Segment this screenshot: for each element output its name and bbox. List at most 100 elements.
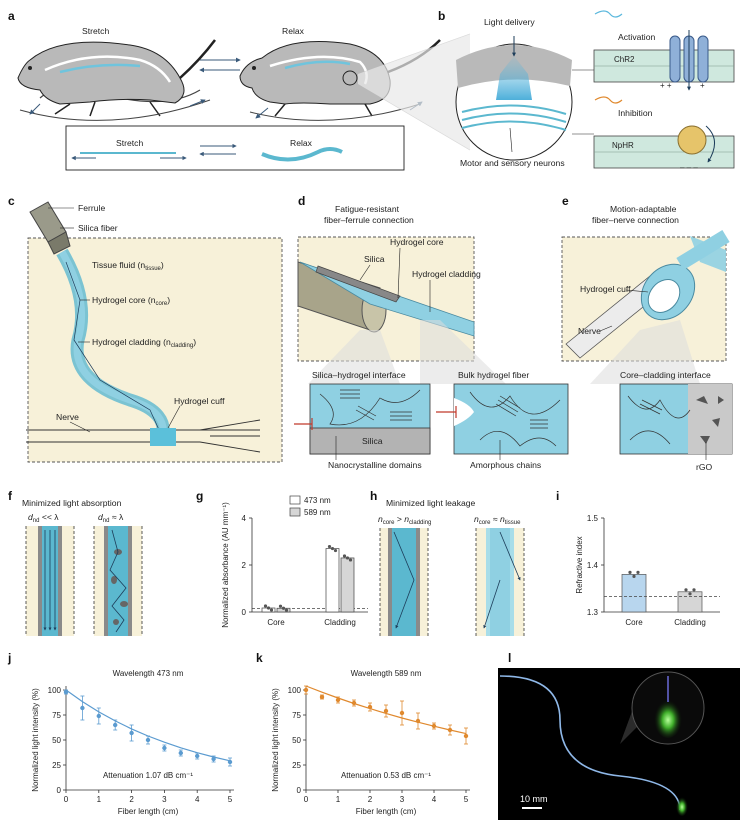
panel-a: a Stretch Relax — [8, 9, 441, 171]
panel-e: e Motion-adaptable fiber–nerve connectio… — [561, 194, 733, 472]
data-point-chart-j — [63, 689, 69, 695]
glowing-fiber — [499, 675, 681, 811]
data-dot-g — [281, 606, 286, 610]
x-tick-label-chart-k: 0 — [304, 795, 309, 804]
stretch-relax-box — [65, 125, 405, 171]
label-f-left: dnd << λ — [28, 512, 59, 524]
label-inset-silica: Silica — [362, 436, 383, 446]
panel-letter-g: g — [196, 489, 203, 503]
data-point-chart-j — [162, 745, 167, 751]
panel-letter-f: f — [8, 489, 13, 503]
y-tick-label-g: 0 — [242, 608, 247, 617]
panel-d: d Fatigue-resistant fiber–ferrule connec… — [294, 194, 569, 470]
label-relax: Relax — [282, 26, 305, 36]
fiber-core-h1 — [392, 528, 416, 636]
x-axis-label-chart-j: Fiber length (cm) — [118, 807, 179, 816]
data-dot-i — [688, 592, 692, 596]
panel-letter-c: c — [8, 194, 15, 208]
label-hydrogel-cladding: Hydrogel cladding (ncladding) — [92, 337, 196, 349]
data-dot-g — [284, 608, 289, 612]
label-chr2: ChR2 — [614, 55, 635, 64]
legend-swatch-589 — [289, 507, 301, 517]
label-d-hydrogel-core: Hydrogel core — [390, 237, 444, 247]
y-tick-label-chart-k: 0 — [297, 786, 302, 795]
y-tick-label-chart-j: 0 — [57, 786, 62, 795]
data-dot-i — [632, 574, 636, 579]
data-point-chart-k — [447, 727, 453, 733]
panel-letter-b: b — [438, 9, 445, 23]
label-silica-fiber: Silica fiber — [78, 223, 118, 233]
y-tick-label-chart-j: 100 — [48, 686, 62, 695]
panel-c: c Ferrule Silica fiber Tissue fluid (nti… — [8, 194, 283, 463]
data-point-chart-k — [383, 708, 389, 714]
x-tick-label-chart-k: 2 — [368, 795, 373, 804]
data-point-chart-k — [303, 687, 309, 693]
bulk-inset — [453, 383, 569, 455]
svg-text:+: + — [700, 81, 705, 90]
data-point-chart-j — [145, 737, 151, 743]
label-stretch: Stretch — [82, 26, 109, 36]
label-h-right: ncore ≈ ntissue — [474, 514, 521, 526]
svg-text:– – –: – – – — [680, 163, 698, 172]
panel-letter-h: h — [370, 489, 377, 503]
data-dot-g — [266, 606, 271, 610]
y-tick-label-i: 1.3 — [587, 608, 599, 617]
data-point-chart-j — [80, 705, 85, 711]
y-tick-label-chart-j: 50 — [52, 736, 61, 745]
legend-swatch-473 — [289, 495, 301, 505]
data-point-chart-k — [319, 694, 325, 700]
panel-h: h Minimized light leakage ncore > ncladd… — [370, 489, 525, 636]
label-rgo: rGO — [696, 462, 713, 472]
label-nerve: Nerve — [56, 412, 79, 422]
label-nanocrystalline: Nanocrystalline domains — [328, 460, 422, 470]
label-silica-hydrogel-interface: Silica–hydrogel interface — [312, 370, 406, 380]
silica-core-d — [315, 265, 401, 303]
data-point-chart-j — [113, 722, 118, 728]
fiber-core-f2 — [108, 526, 128, 636]
fit-curve-chart-j — [65, 689, 231, 762]
y-axis-label-chart-k: Normalized light intensity (%) — [271, 688, 280, 792]
data-dot-g — [263, 604, 268, 608]
label-e-title-2: fiber–nerve connection — [592, 215, 679, 225]
x-tick-label-chart-j: 5 — [228, 795, 233, 804]
label-f-title: Minimized light absorption — [22, 498, 122, 508]
y-tick-label-i: 1.4 — [587, 561, 599, 570]
fiber-core-h2 — [490, 528, 510, 636]
label-d-hydrogel-cladding: Hydrogel cladding — [412, 269, 481, 279]
x-tick-label-i: Cladding — [674, 618, 706, 627]
data-dot-g — [330, 546, 335, 551]
label-ferrule: Ferrule — [78, 203, 105, 213]
panel-letter-k: k — [256, 651, 263, 665]
y-tick-label-chart-k: 25 — [292, 761, 301, 770]
bar-589nm-cladding — [340, 557, 355, 613]
label-d-title-2: fiber–ferrule connection — [324, 215, 414, 225]
label-f-right: dnd ≈ λ — [98, 512, 124, 524]
label-tissue-fluid: Tissue fluid (ntissue) — [92, 260, 164, 272]
panel-letter-i: i — [556, 489, 559, 503]
x-tick-label-chart-j: 2 — [129, 795, 134, 804]
panel-letter-d: d — [298, 194, 305, 208]
data-dot-g — [278, 604, 283, 608]
data-point-chart-k — [351, 700, 357, 706]
label-hydrogel-cuff: Hydrogel cuff — [174, 396, 225, 406]
ferrule — [29, 201, 71, 255]
chr2-channel — [669, 30, 709, 91]
bar-i-core — [621, 574, 647, 613]
y-axis-label-g: Normalized absorbance (AU mm⁻¹) — [221, 502, 230, 628]
data-dot-g — [327, 544, 332, 549]
y-axis-label-i: Refractive index — [575, 536, 584, 593]
data-point-chart-j — [195, 753, 200, 759]
y-tick-label-chart-k: 50 — [292, 736, 301, 745]
data-point-chart-j — [96, 713, 102, 719]
hydrogel-cuff — [150, 428, 176, 446]
data-point-chart-k — [463, 733, 469, 739]
label-light-delivery: Light delivery — [484, 17, 535, 27]
x-tick-label-chart-k: 1 — [336, 795, 341, 804]
annotation-chart-j: Attenuation 1.07 dB cm⁻¹ — [103, 771, 193, 780]
y-tick-label-g: 4 — [242, 514, 247, 523]
data-dot-g — [333, 548, 338, 553]
y-tick-label-chart-j: 25 — [52, 761, 61, 770]
panel-l: l 10 mm — [498, 651, 740, 820]
